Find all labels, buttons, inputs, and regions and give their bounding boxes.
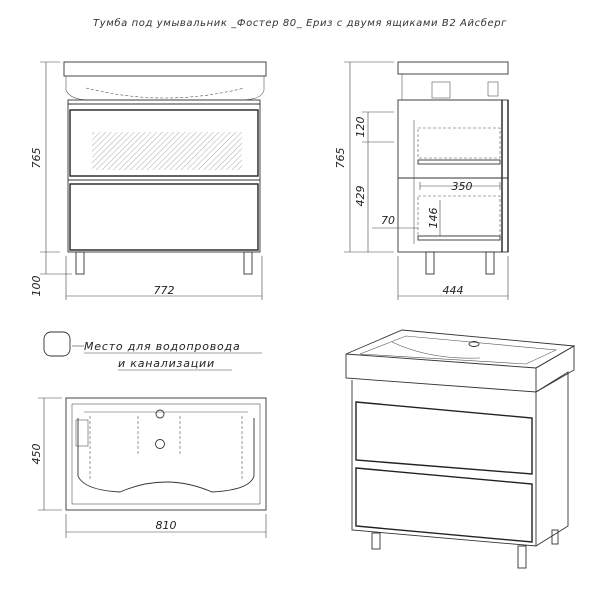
isometric-view	[345, 329, 576, 569]
front-bottom-drawer	[69, 183, 259, 251]
front-leg-right	[243, 251, 253, 275]
side-inner-height-label: 146	[427, 208, 440, 229]
legend-line2: и канализации	[118, 357, 215, 370]
front-height-label: 765	[30, 148, 43, 169]
side-height-label: 765	[334, 148, 347, 169]
faucet-hole-icon	[155, 409, 165, 419]
side-leg-left	[425, 251, 435, 275]
top-depth-label: 450	[30, 444, 43, 465]
front-view: 765 100 772	[30, 61, 267, 300]
iso-leg-back-right	[551, 529, 559, 545]
top-width-label: 810	[156, 519, 177, 532]
iso-bottom-drawer	[355, 467, 533, 543]
front-width-label: 772	[154, 284, 175, 297]
front-leg-left	[75, 251, 85, 275]
drain-hole-icon	[155, 439, 165, 449]
legend-line1: Место для водопровода	[84, 340, 241, 353]
front-top-drawer	[69, 109, 259, 177]
top-view: 450 810	[30, 397, 267, 538]
iso-leg-front-right	[517, 545, 527, 569]
side-leg-right	[485, 251, 495, 275]
side-view: 350 146 70 765 120 429 444	[334, 61, 509, 300]
side-depth-label: 444	[443, 284, 464, 297]
iso-faucet-hole-icon	[468, 341, 480, 347]
side-offset-label: 70	[381, 214, 395, 227]
legend-hatch-symbol	[43, 331, 71, 357]
side-lower-section-label: 429	[354, 186, 367, 207]
iso-top-drawer	[355, 401, 533, 475]
side-top-drawer-label: 120	[354, 117, 367, 138]
legend: Место для водопровода и канализации	[43, 331, 262, 371]
drawing-title: Тумба под умывальник _Фостер 80_ Ериз с …	[93, 17, 507, 29]
front-legs-label: 100	[30, 276, 43, 297]
iso-leg-front-left	[371, 532, 381, 550]
side-drawer-depth-label: 350	[452, 180, 473, 193]
